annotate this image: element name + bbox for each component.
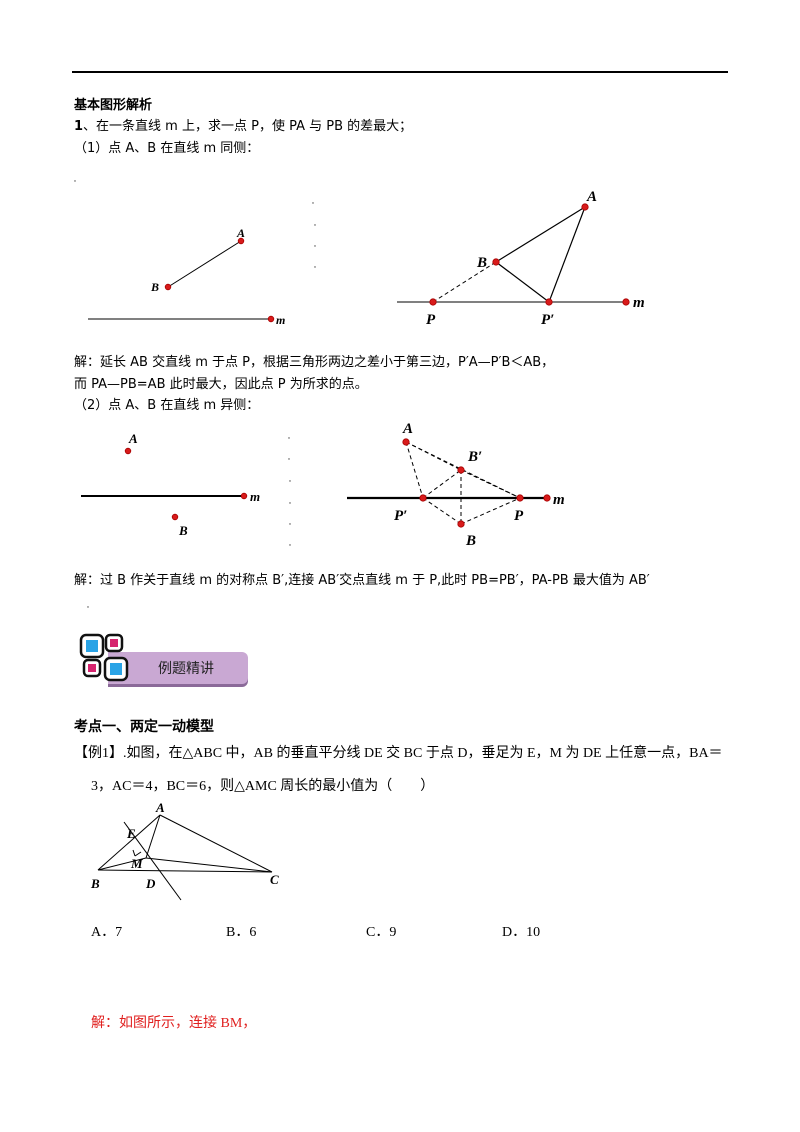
option-b[interactable]: B．6 [226,925,257,940]
section-heading: 基本图形解析 [74,98,153,113]
problem1-text: 、在一条直线 m 上，求一点 P，使 PA 与 PB 的差最大； [83,119,413,134]
case2-left-label-a: A [128,431,138,446]
case1-right-label-m: m [633,295,645,311]
fig-label-d: D [145,876,156,891]
case2-right-label-p-prime: P′ [394,508,407,524]
kaodian-heading: 考点一、两定一动模型 [74,719,214,735]
banner-bar [108,652,248,684]
option-a[interactable]: A．7 [91,925,123,940]
fig-label-c: C [270,872,279,887]
case1-right-label-b: B [476,255,487,271]
example1-line1: 【例1】.如图，在△ABC 中，AB 的垂直平分线 DE 交 BC 于点 D，垂… [74,742,723,762]
case1-right-label-p-prime: P′ [541,312,554,328]
case2-left-label-b: B [178,523,188,538]
case2-right-label-p: P [514,508,524,524]
fig-label-a: A [155,800,165,815]
fig-label-e: E [126,826,136,841]
case1-title: （1）点 A、B 在直线 m 同侧： [74,141,260,156]
option-c[interactable]: C．9 [366,925,397,940]
case1-solution-line2: 而 PA—PB=AB 此时最大，因此点 P 为所求的点。 [74,377,368,392]
case1-right-label-p: P [426,312,436,328]
example1-text1: .如图，在△ABC 中，AB 的垂直平分线 DE 交 BC 于点 D，垂足为 E… [123,746,723,761]
case1-right-label-a: A [586,189,597,205]
case1-left-label-b: B [150,280,159,294]
fig-label-b: B [90,876,100,891]
option-d[interactable]: D．10 [502,925,541,940]
case2-right-label-b: B [465,533,476,549]
case2-solution: 解：过 B 作关于直线 m 的对称点 B′,连接 AB′交点直线 m 于 P,此… [74,573,650,588]
banner-icon [79,633,129,682]
top-rule [72,71,728,73]
case2-title: （2）点 A、B 在直线 m 异侧： [74,398,260,413]
example1-tag: 【例1】 [74,746,123,761]
example1-line2: 3，AC＝4，BC＝6，则△AMC 周长的最小值为（ ） [91,779,435,794]
example-banner: 例题精讲 [78,632,250,688]
problem1-line: 1、在一条直线 m 上，求一点 P，使 PA 与 PB 的差最大； [74,118,412,136]
case2-right-label-m: m [553,492,565,508]
case1-left-label-a: A [236,226,245,240]
example1-solution: 解：如图所示，连接 BM， [91,1016,257,1031]
banner-label: 例题精讲 [158,661,214,677]
fig-label-m: M [130,856,143,871]
case1-solution-line1: 解：延长 AB 交直线 m 于点 P，根据三角形两边之差小于第三边，P′A—P′… [74,355,555,370]
case2-right-label-a: A [402,421,413,437]
problem1-label: 1 [74,119,84,134]
case1-left-label-m: m [276,313,285,327]
case2-left-label-m: m [250,489,260,504]
case2-right-label-b-prime: B′ [467,449,482,465]
